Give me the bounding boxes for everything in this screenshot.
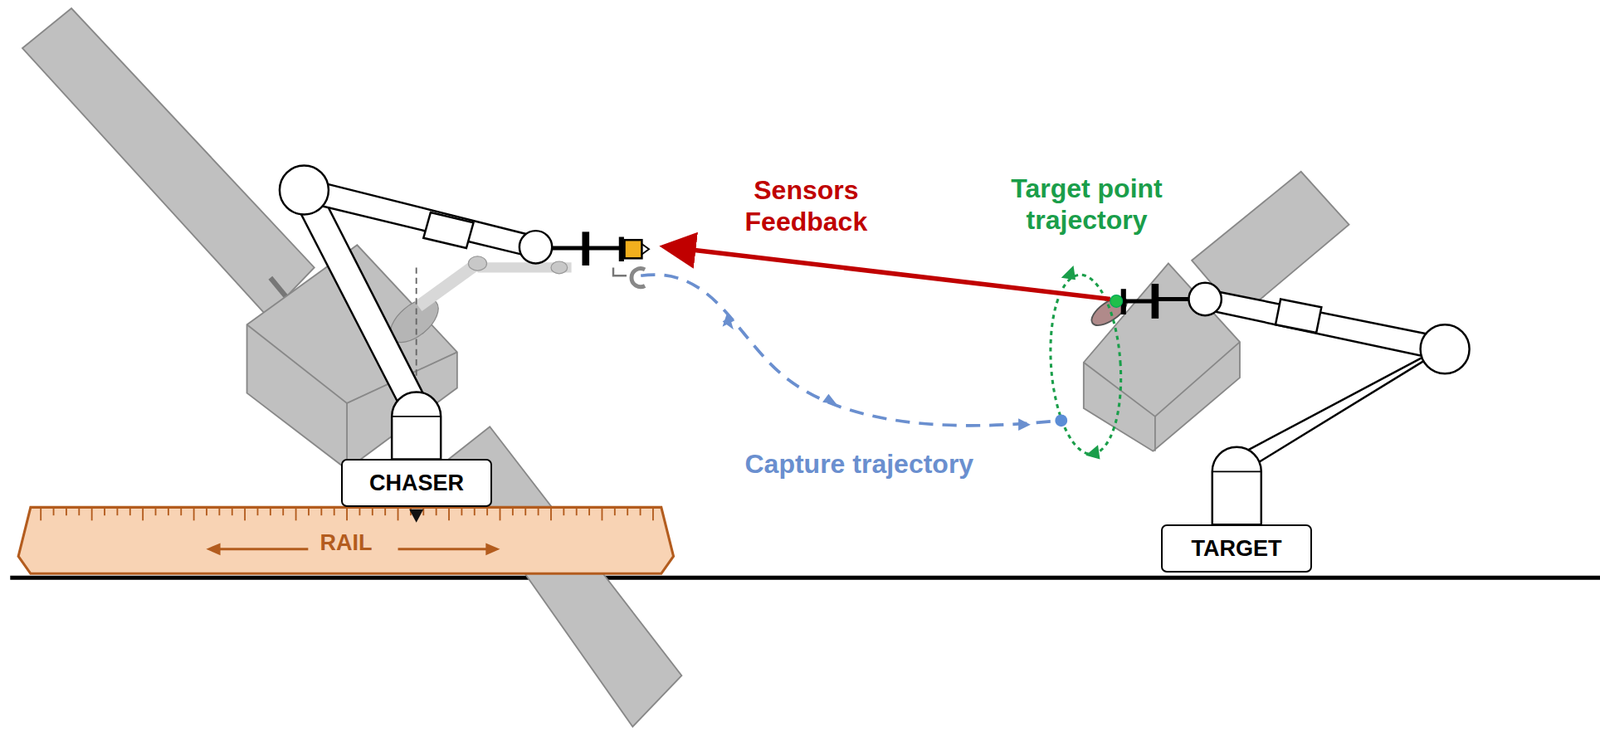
node-text: CHASER xyxy=(369,470,464,497)
node-text: RAIL xyxy=(317,530,376,557)
feedback-label: Sensors Feedback xyxy=(729,174,883,239)
chaser-base-box: CHASER xyxy=(341,458,493,508)
trajectory-label: Capture trajectory xyxy=(654,448,1064,480)
target-base-box: TARGET xyxy=(1160,524,1313,573)
node-text: TARGET xyxy=(1191,536,1283,562)
trajectory-label: Target point trajectory xyxy=(990,172,1185,237)
rail-band: RAIL xyxy=(18,507,674,574)
